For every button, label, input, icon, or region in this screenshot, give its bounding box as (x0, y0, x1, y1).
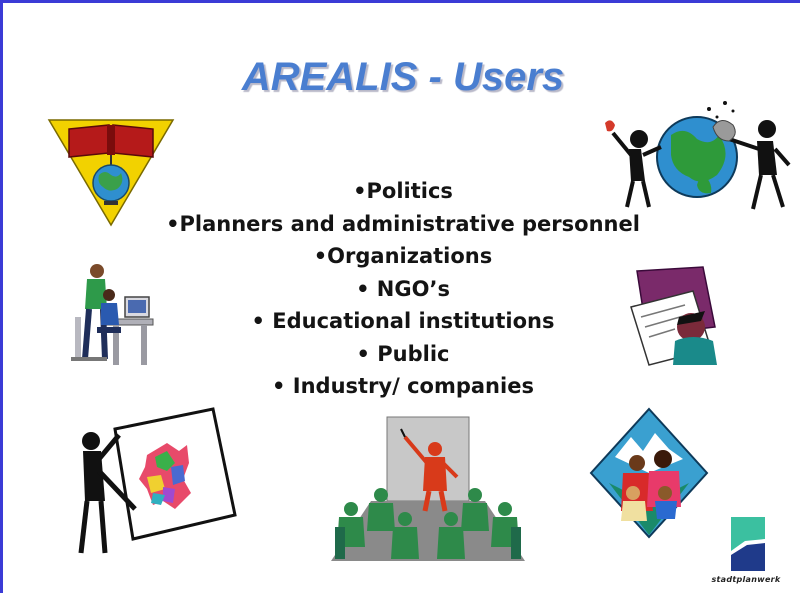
map-presenter-figure-icon (78, 407, 237, 554)
diverse-people-diamond-icon (589, 407, 709, 539)
bullet-item: •Organizations (313, 244, 493, 268)
company-logo-text: stadtplanwerk (711, 575, 781, 584)
bullet-item: •Politics (353, 179, 453, 203)
globe-cleaning-figures-icon (605, 101, 791, 210)
company-logo-icon (731, 517, 765, 571)
bullet-item: • NGO’s (356, 276, 450, 301)
classroom-presenter-icon (331, 416, 525, 561)
bullet-item: • Public (356, 341, 450, 366)
bullet-item: •Planners and administrative personnel (166, 211, 640, 236)
user-list: •Politics •Planners and administrative p… (123, 175, 683, 403)
graduate-certificate-icon (630, 266, 717, 366)
book-globe-emblem-icon (47, 119, 175, 227)
slide-title: AREALIS - Users (241, 55, 565, 99)
computer-workers-icon (71, 264, 154, 365)
bullet-item: • Industry/ companies (272, 374, 534, 398)
bullet-item: • Educational institutions (251, 309, 555, 333)
